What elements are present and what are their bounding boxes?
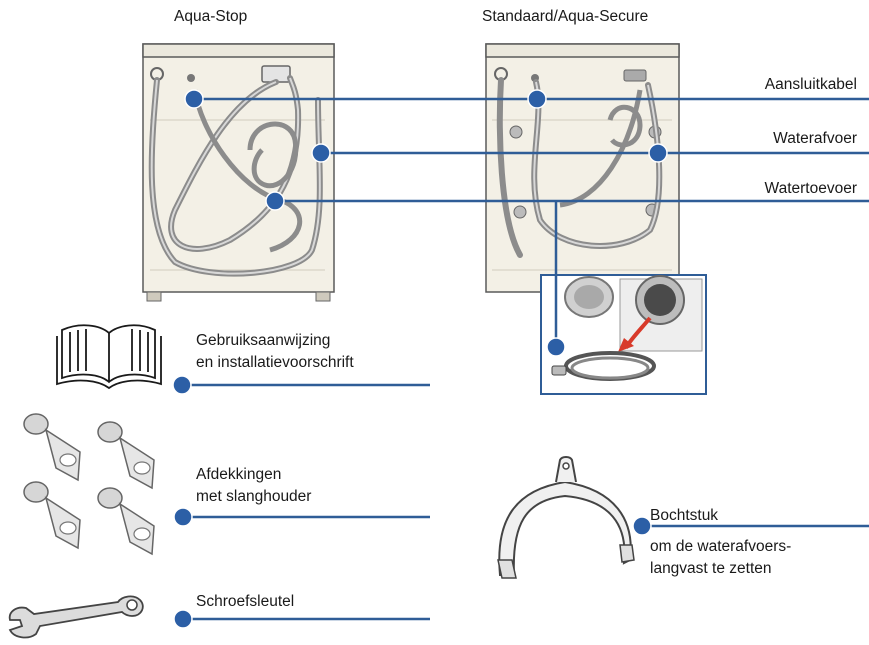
cover-clip-icon [24,414,154,554]
washing-machine-icon [143,44,334,301]
hose-kit-inset [541,275,706,394]
wrench-icon [10,596,143,637]
washing-machine-icon [486,44,679,292]
book-icon [57,325,161,388]
elbow-bracket-icon [498,457,634,578]
